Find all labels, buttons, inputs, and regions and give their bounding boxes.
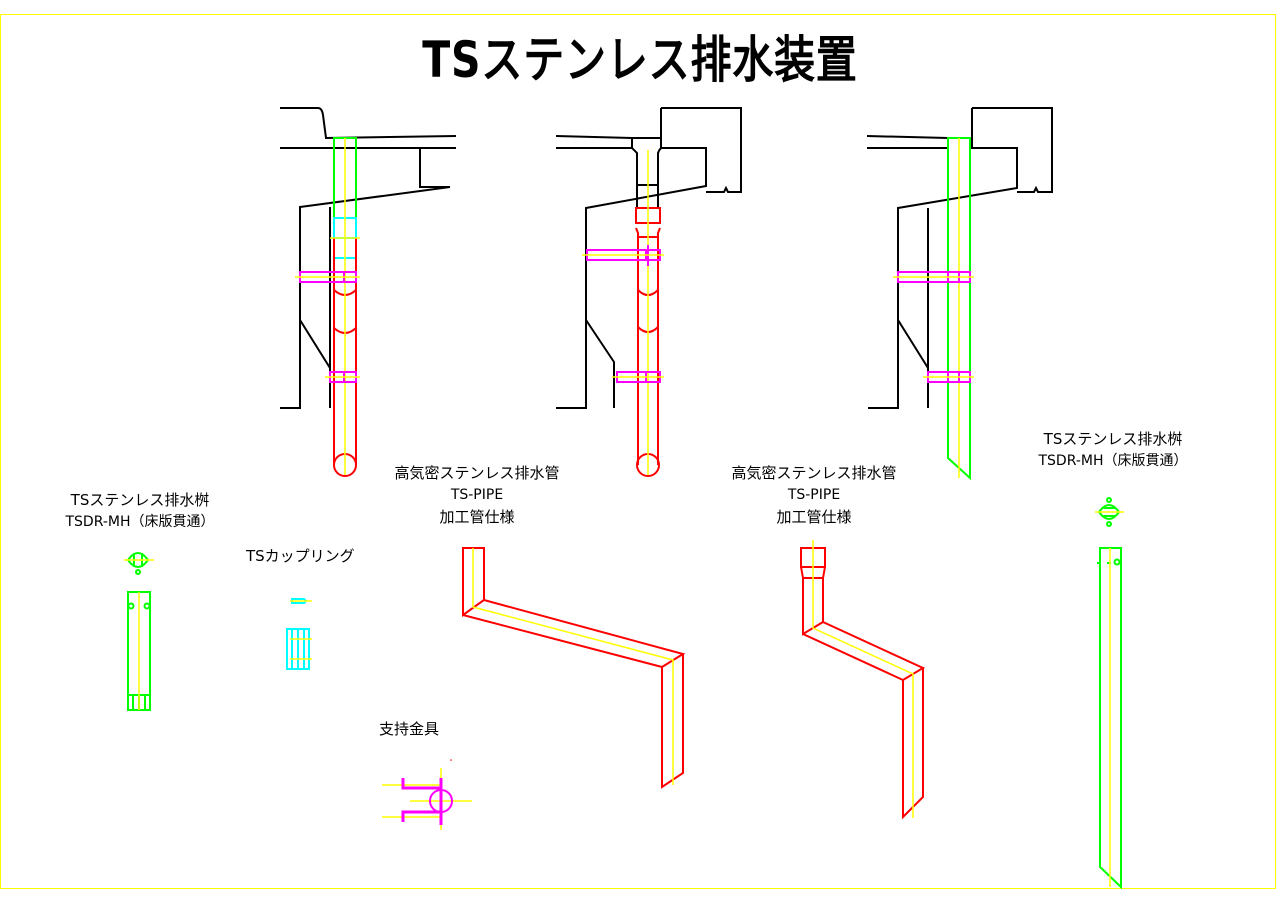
drawing-title: TSステンレス排水装置 [422, 31, 858, 89]
pipe-label-right-model: TS-PIPE [787, 487, 841, 503]
basin-label-right-model: TSDR-MH（床版貫通） [1038, 453, 1188, 469]
section-view-2 [555, 107, 742, 477]
processed-pipe-left [462, 547, 686, 789]
bridge-structure-2 [555, 107, 742, 409]
bracket-centerlines-3 [893, 276, 974, 378]
drain-basin-3 [947, 137, 971, 481]
pipe-label-left-spec: 加工管仕様 [439, 508, 515, 526]
bridge-structure-1 [280, 107, 457, 409]
coupling-label: TSカップリング [246, 547, 355, 565]
coupling-side-view [286, 628, 310, 670]
bracket-label: 支持金具 [379, 720, 440, 738]
pipe-label-left-name: 高気密ステンレス排水管 [394, 464, 560, 482]
drawing-frame [0, 14, 1276, 889]
processed-pipe-left-centerline [472, 548, 674, 785]
basin-side-view-right [1097, 547, 1122, 890]
basin-label-left-name: TSステンレス排水桝 [70, 491, 210, 509]
processed-pipe-right-centerline [812, 540, 914, 818]
bracket-pipe-circle [429, 789, 453, 813]
processed-pipe-right [800, 547, 926, 820]
basin-top-view-left [126, 552, 150, 575]
basin-label-right: TSステンレス排水桝 TSDR-MH（床版貫通） [1013, 428, 1213, 472]
bracket-dot [450, 759, 452, 761]
bracket-centerlines-2 [582, 254, 664, 378]
pipe-label-right-spec: 加工管仕様 [776, 508, 852, 526]
pipe-label-left-model: TS-PIPE [450, 487, 504, 503]
basin-part-left [124, 552, 154, 711]
section-view-3 [866, 107, 1053, 481]
pipe-label-left: 高気密ステンレス排水管 TS-PIPE 加工管仕様 [372, 462, 582, 528]
section-view-1 [280, 107, 457, 477]
basin-label-right-name: TSステンレス排水桝 [1043, 430, 1183, 448]
bracket-part [382, 759, 472, 830]
coupling-part [286, 598, 312, 670]
bridge-structure-3 [866, 107, 1053, 409]
bracket-part-centerlines [382, 768, 472, 830]
basin-label-left-model: TSDR-MH（床版貫通） [65, 514, 215, 530]
pipe-label-right: 高気密ステンレス排水管 TS-PIPE 加工管仕様 [709, 462, 919, 528]
coupling-side-centerlines [290, 638, 312, 660]
basin-part-right [1095, 497, 1124, 890]
bracket-centerlines-1 [295, 237, 360, 378]
basin-label-left: TSステンレス排水桝 TSDR-MH（床版貫通） [40, 489, 240, 533]
bracket-part-shape [401, 778, 443, 825]
bracket-2 [586, 245, 661, 383]
coupling-top-view [291, 598, 308, 604]
pipe-label-right-name: 高気密ステンレス排水管 [731, 464, 897, 482]
